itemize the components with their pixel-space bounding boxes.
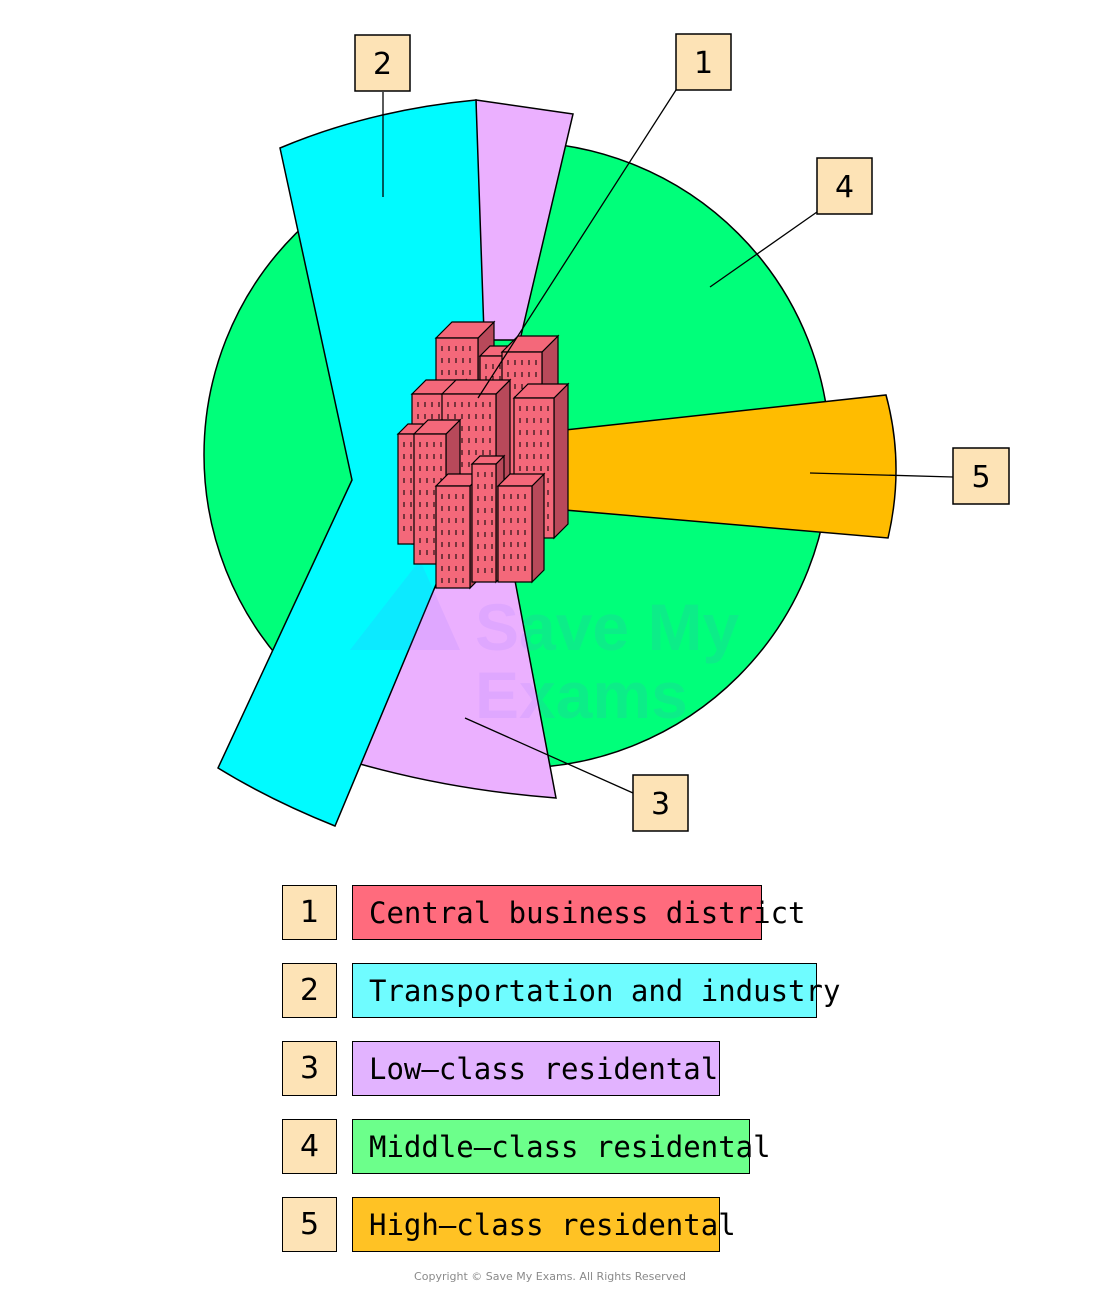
legend-label-3: Low–class residental xyxy=(352,1041,720,1096)
high-class-zone xyxy=(564,394,897,539)
leader-line-1 xyxy=(477,89,677,399)
leader-line-5 xyxy=(809,472,954,478)
watermark-line2: Exams xyxy=(475,658,688,732)
copyright-notice: Copyright © Save My Exams. All Rights Re… xyxy=(414,1270,686,1283)
legend-label-1: Central business district xyxy=(352,885,806,940)
callout-1: 1 xyxy=(675,33,732,91)
leader-line-3 xyxy=(464,717,634,794)
low-class-zone-south xyxy=(351,559,557,799)
legend-number-2: 2 xyxy=(282,963,337,1018)
callout-3: 3 xyxy=(632,774,689,832)
watermark-line1: Save My xyxy=(475,590,739,664)
legend-label-4: Middle–class residental xyxy=(352,1119,771,1174)
legend-number-1: 1 xyxy=(282,885,337,940)
callout-4-number: 4 xyxy=(835,170,854,205)
legend-number-4: 4 xyxy=(282,1119,337,1174)
callout-4: 4 xyxy=(816,157,873,215)
urban-zone-diagram: Save My Exams 2 1 4 5 3 xyxy=(203,33,1010,832)
legend-label-2: Transportation and industry xyxy=(352,963,840,1018)
watermark: Save My Exams xyxy=(350,560,739,732)
legend-number-5: 5 xyxy=(282,1197,337,1252)
callout-2: 2 xyxy=(354,34,411,92)
cbd-buildings-icon xyxy=(396,320,570,590)
watermark-logo-icon xyxy=(350,560,460,650)
callout-2-number: 2 xyxy=(373,47,392,82)
leader-line-4 xyxy=(709,211,818,288)
legend-number-3: 3 xyxy=(282,1041,337,1096)
callout-5: 5 xyxy=(952,447,1010,505)
callout-1-number: 1 xyxy=(694,46,713,81)
callout-5-number: 5 xyxy=(971,460,990,495)
building-11 xyxy=(496,472,546,584)
legend-label-5: High–class residental xyxy=(352,1197,736,1252)
callout-3-number: 3 xyxy=(651,787,670,822)
